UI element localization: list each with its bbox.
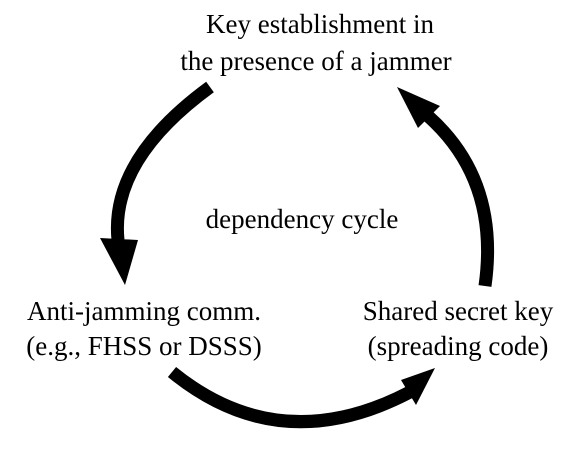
arrow-anti-jamming-to-shared-key-body — [167, 366, 414, 429]
arrow-key-establishment-to-anti-jamming-head — [100, 238, 138, 285]
node-anti-jamming-comm-line1: Anti-jamming comm. — [27, 296, 261, 326]
arrow-shared-key-to-key-establishment — [397, 87, 495, 287]
node-key-establishment-line2: the presence of a jammer — [180, 46, 451, 76]
arrow-anti-jamming-to-shared-key-head — [401, 368, 435, 405]
center-label: dependency cycle — [206, 204, 399, 234]
arrow-shared-key-to-key-establishment-head — [397, 87, 440, 128]
arrow-key-establishment-to-anti-jamming-body — [110, 81, 214, 241]
arrow-anti-jamming-to-shared-key — [167, 366, 435, 429]
node-shared-secret-key-line1: Shared secret key — [363, 296, 554, 326]
arrow-key-establishment-to-anti-jamming — [100, 81, 214, 285]
node-anti-jamming-comm-line2: (e.g., FHSS or DSSS) — [26, 331, 262, 361]
node-anti-jamming-comm: Anti-jamming comm. (e.g., FHSS or DSSS) — [26, 296, 262, 361]
node-key-establishment: Key establishment in the presence of a j… — [180, 9, 451, 76]
node-shared-secret-key-line2: (spreading code) — [368, 331, 549, 361]
node-shared-secret-key: Shared secret key (spreading code) — [363, 296, 554, 361]
arrow-shared-key-to-key-establishment-body — [423, 111, 495, 287]
node-key-establishment-line1: Key establishment in — [206, 9, 434, 39]
